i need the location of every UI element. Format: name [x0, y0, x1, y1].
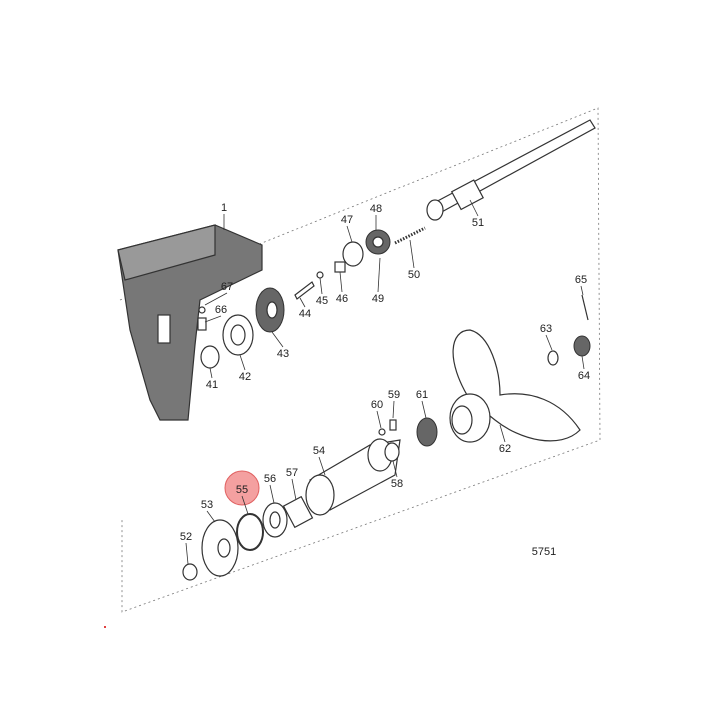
callout-label: 46	[336, 293, 348, 305]
callout-44: 44	[299, 297, 311, 320]
callout-50: 50	[408, 239, 420, 281]
gearcase-housing	[117, 224, 263, 421]
leader-line	[318, 456, 326, 476]
drawing-number: 5751	[532, 546, 556, 558]
callout-label: 47	[341, 214, 353, 226]
callout-66: 66	[204, 304, 227, 323]
callout-label: 52	[180, 531, 192, 543]
callout-label: 48	[370, 203, 382, 215]
callout-1: 1	[221, 202, 227, 230]
leader-line	[469, 199, 479, 217]
leader-line	[581, 355, 585, 370]
callout-43: 43	[271, 331, 289, 360]
callout-label: 1	[221, 202, 227, 214]
leader-line	[392, 400, 395, 419]
callout-57: 57	[286, 467, 298, 501]
callout-64: 64	[578, 355, 590, 382]
callout-56: 56	[264, 473, 276, 504]
leader-line	[299, 297, 306, 308]
callout-label: 50	[408, 269, 420, 281]
callout-label: 53	[201, 499, 213, 511]
callout-label: 54	[313, 445, 325, 457]
callout-label: 59	[388, 389, 400, 401]
callout-62: 62	[499, 424, 511, 455]
callout-49: 49	[372, 257, 384, 305]
housing-window	[157, 314, 171, 344]
highlight-circle	[224, 470, 260, 506]
callout-label: 58	[391, 478, 403, 490]
callout-label: 57	[286, 467, 298, 479]
callout-52: 52	[180, 531, 192, 565]
leader-line	[185, 542, 189, 565]
callout-60: 60	[371, 399, 383, 429]
callout-label: 60	[371, 399, 383, 411]
leader-line	[271, 331, 284, 348]
red-mark	[104, 626, 106, 628]
callout-label: 67	[221, 281, 233, 293]
callout-label: 41	[206, 379, 218, 391]
leader-line	[346, 225, 353, 243]
callout-42: 42	[239, 354, 251, 383]
callout-label: 64	[578, 370, 590, 382]
frame	[119, 107, 601, 613]
driveshaft	[429, 119, 596, 215]
callout-48: 48	[370, 203, 382, 230]
callout-label: 44	[299, 308, 311, 320]
callout-54: 54	[313, 445, 326, 476]
callout-label: 49	[372, 293, 384, 305]
leader-line	[499, 424, 506, 443]
leader-line	[206, 510, 216, 523]
callout-label: 43	[277, 348, 289, 360]
callout-55: 55	[236, 484, 249, 515]
leader-line	[377, 257, 381, 293]
leader-line	[204, 292, 228, 306]
callout-65: 65	[575, 274, 587, 296]
leader-line	[376, 410, 382, 429]
leader-line	[580, 285, 584, 296]
callout-51: 51	[469, 199, 484, 229]
callout-59: 59	[388, 389, 400, 419]
callout-58: 58	[391, 460, 403, 490]
callout-label: 63	[540, 323, 552, 335]
leader-line	[319, 277, 323, 295]
leader-line	[409, 239, 415, 269]
callout-41: 41	[206, 367, 218, 391]
callout-label: 45	[316, 295, 328, 307]
callout-label: 42	[239, 371, 251, 383]
callout-label: 66	[215, 304, 227, 316]
callouts: 1 67 66 41 42 43 44 45 46 47 48 49 50 51 65 63 64 61 62 60 5…	[180, 199, 590, 565]
leader-line	[291, 478, 297, 501]
callout-63: 63	[540, 323, 553, 351]
leader-line	[209, 367, 213, 379]
leader-line	[269, 484, 275, 504]
callout-label: 55	[236, 484, 248, 496]
leader-line	[545, 334, 553, 351]
parts	[117, 119, 596, 581]
callout-45: 45	[316, 277, 328, 307]
callout-label: 56	[264, 473, 276, 485]
callout-label: 51	[472, 217, 484, 229]
callout-label: 61	[416, 389, 428, 401]
callout-47: 47	[341, 214, 353, 243]
callout-label: 62	[499, 443, 511, 455]
leader-line	[204, 315, 222, 323]
callout-67: 67	[204, 281, 233, 306]
callout-61: 61	[416, 389, 428, 419]
leader-line	[392, 460, 398, 478]
callout-46: 46	[336, 271, 348, 305]
callout-label: 65	[575, 274, 587, 286]
callout-53: 53	[201, 499, 216, 523]
leader-line	[339, 271, 343, 293]
leader-line	[421, 400, 427, 419]
leader-line	[239, 354, 246, 371]
leader-line	[241, 495, 249, 515]
propeller	[452, 329, 581, 442]
